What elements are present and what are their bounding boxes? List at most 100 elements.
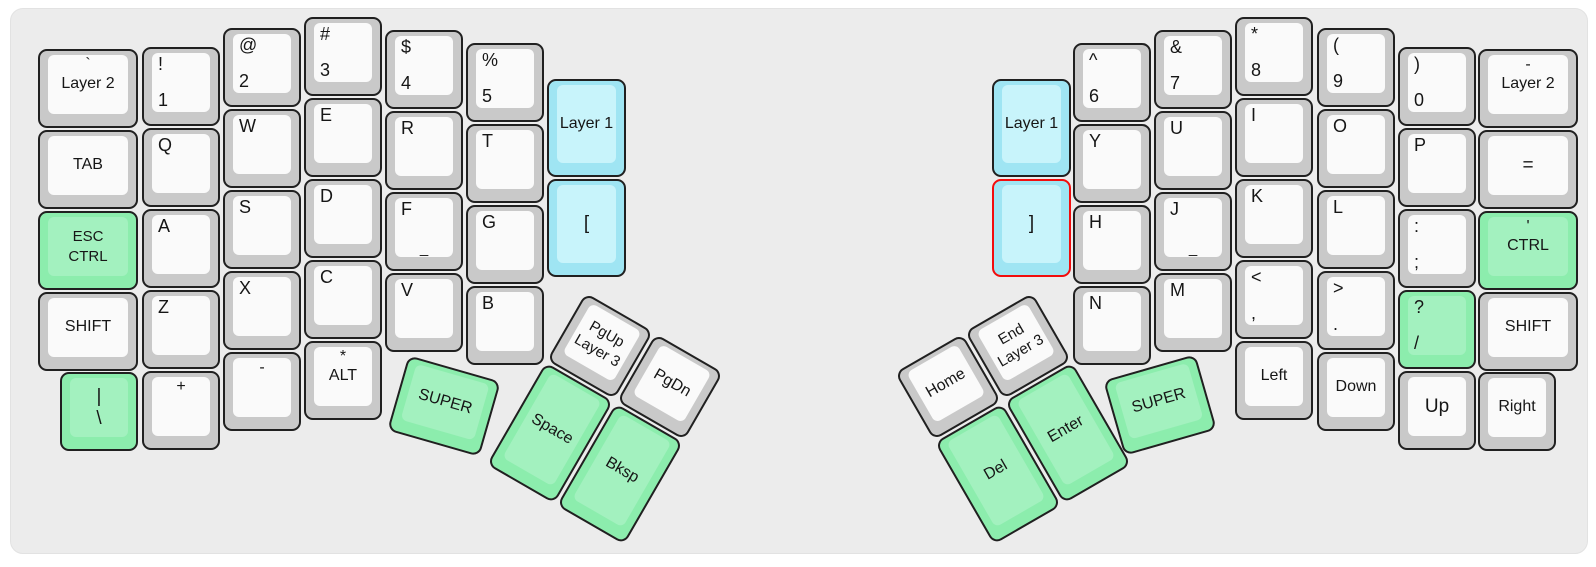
key-1[interactable]: !1 xyxy=(142,47,220,126)
key-right-arrow[interactable]: Right xyxy=(1478,372,1556,451)
key-b[interactable]: B xyxy=(466,286,544,365)
key-legend-top: : xyxy=(1414,216,1420,236)
key-a[interactable]: A xyxy=(142,209,220,288)
key-d[interactable]: D xyxy=(304,179,382,258)
key-legend-top: # xyxy=(320,24,331,44)
key-legend-top: $ xyxy=(401,37,412,57)
keycap-face: U xyxy=(1164,117,1222,176)
keycap-face: P xyxy=(1408,134,1466,193)
key-legend-line: SHIFT xyxy=(64,318,112,336)
key-h[interactable]: H xyxy=(1073,205,1151,284)
key-e[interactable]: E xyxy=(304,98,382,177)
key-5[interactable]: %5 xyxy=(466,43,544,122)
key-0[interactable]: )0 xyxy=(1398,47,1476,126)
key-q[interactable]: Q xyxy=(142,128,220,207)
key-legend-line: Up xyxy=(1424,395,1450,417)
key-8[interactable]: *8 xyxy=(1235,17,1313,96)
key-alt[interactable]: *ALT xyxy=(304,341,382,420)
key-s[interactable]: S xyxy=(223,190,301,269)
key-x[interactable]: X xyxy=(223,271,301,350)
key-period[interactable]: >. xyxy=(1317,271,1395,350)
key-semicolon[interactable]: :; xyxy=(1398,209,1476,288)
key-question-slash[interactable]: ?/ xyxy=(1398,290,1476,369)
key-7[interactable]: &7 xyxy=(1154,30,1232,109)
key-legend-line: Layer 1 xyxy=(1004,114,1059,132)
key-legend-bottom: ; xyxy=(1414,252,1420,272)
key-legend-line: Bksp xyxy=(602,453,643,487)
key-legend-bottom: 6 xyxy=(1089,86,1100,106)
key-legend-line: ESC xyxy=(72,228,104,245)
key-shift-right[interactable]: SHIFT xyxy=(1478,292,1578,371)
keycap-face: >. xyxy=(1327,277,1385,336)
key-t[interactable]: T xyxy=(466,124,544,203)
key-n[interactable]: N xyxy=(1073,286,1151,365)
key-legend-line: ] xyxy=(1028,213,1035,235)
key-left-arrow[interactable]: Left xyxy=(1235,341,1313,420)
keycap-face: |\ xyxy=(70,378,128,437)
key-up-arrow[interactable]: Up xyxy=(1398,371,1476,450)
key-plus[interactable]: + xyxy=(142,371,220,450)
key-legend-bottom: 7 xyxy=(1170,73,1181,93)
key-r[interactable]: R xyxy=(385,111,463,190)
key-down-arrow[interactable]: Down xyxy=(1317,352,1395,431)
keycap-face: C xyxy=(314,266,372,325)
keycap-face: Z xyxy=(152,296,210,355)
key-o[interactable]: O xyxy=(1317,109,1395,188)
key-legend-top: S xyxy=(239,197,252,217)
key-legend-top-center: - xyxy=(259,359,265,376)
key-2[interactable]: @2 xyxy=(223,28,301,107)
key-legend-center: [ xyxy=(557,185,616,263)
key-legend-line: Left xyxy=(1260,367,1288,385)
key-z[interactable]: Z xyxy=(142,290,220,369)
key-legend-line: [ xyxy=(583,213,590,235)
key-legend-top: N xyxy=(1089,293,1102,313)
key-v[interactable]: V xyxy=(385,273,463,352)
key-6[interactable]: ^6 xyxy=(1073,43,1151,122)
key-minus-layer2-right[interactable]: -Layer 2 xyxy=(1478,49,1578,128)
keycap-face: S xyxy=(233,196,291,255)
key-layer1-left[interactable]: Layer 1 xyxy=(547,79,626,177)
key-y[interactable]: Y xyxy=(1073,124,1151,203)
key-m[interactable]: M xyxy=(1154,273,1232,352)
key-left-bracket[interactable]: [ xyxy=(547,179,626,277)
keycap-face: - xyxy=(233,358,291,417)
key-layer1-right[interactable]: Layer 1 xyxy=(992,79,1071,177)
key-grave-layer2-left[interactable]: `Layer 2 xyxy=(38,49,138,128)
key-g[interactable]: G xyxy=(466,205,544,284)
key-4[interactable]: $4 xyxy=(385,30,463,109)
key-right-bracket[interactable]: ] xyxy=(992,179,1071,277)
key-quote-ctrl[interactable]: 'CTRL xyxy=(1478,211,1578,290)
key-u[interactable]: U xyxy=(1154,111,1232,190)
key-j[interactable]: J_ xyxy=(1154,192,1232,271)
keycap-face: O xyxy=(1327,115,1385,174)
key-9[interactable]: (9 xyxy=(1317,28,1395,107)
key-equals[interactable]: = xyxy=(1478,130,1578,209)
key-f[interactable]: F_ xyxy=(385,192,463,271)
key-legend-center: Layer 1 xyxy=(1002,85,1061,163)
key-3[interactable]: #3 xyxy=(304,17,382,96)
key-pipe-backslash[interactable]: |\ xyxy=(60,372,138,451)
key-legend-line: PgDn xyxy=(650,365,695,401)
keycap-face: 'CTRL xyxy=(1488,217,1568,276)
keycap-face: SUPER xyxy=(1114,362,1204,440)
key-p[interactable]: P xyxy=(1398,128,1476,207)
key-k[interactable]: K xyxy=(1235,179,1313,258)
key-shift-left[interactable]: SHIFT xyxy=(38,292,138,371)
key-tab[interactable]: TAB xyxy=(38,130,138,209)
key-c[interactable]: C xyxy=(304,260,382,339)
key-w[interactable]: W xyxy=(223,109,301,188)
key-legend-center: Layer 1 xyxy=(557,85,616,163)
keycap-face: :; xyxy=(1408,215,1466,274)
keycap-face: )0 xyxy=(1408,53,1466,112)
key-legend-line: CTRL xyxy=(1507,237,1549,255)
key-comma[interactable]: <, xyxy=(1235,260,1313,339)
key-legend-top: L xyxy=(1333,197,1344,217)
key-legend-top: E xyxy=(320,105,333,125)
key-i[interactable]: I xyxy=(1235,98,1313,177)
key-minus-left[interactable]: - xyxy=(223,352,301,431)
key-l[interactable]: L xyxy=(1317,190,1395,269)
